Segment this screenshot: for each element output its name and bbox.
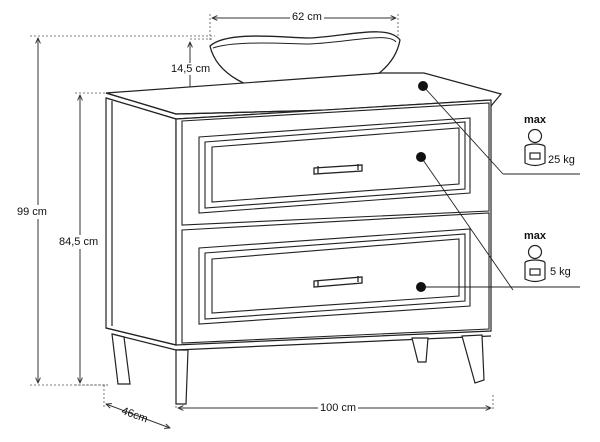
drawer-bottom (181, 212, 490, 344)
basin-height-label: 14,5 cm (170, 63, 212, 75)
load-dot-top (418, 81, 428, 91)
weight-icon (524, 244, 546, 283)
total-height-label: 99 cm (17, 205, 47, 219)
cabinet-legs (111, 333, 485, 405)
weight-icon (524, 128, 546, 167)
load-dot-drawer-2 (416, 282, 426, 292)
load-dot-drawer-1 (416, 152, 426, 162)
load-points (416, 81, 428, 292)
load-leaders (420, 85, 580, 291)
width-label: 100 cm (318, 402, 359, 414)
basin-width-label: 62 cm (290, 11, 324, 23)
max-value-top: 25 kg (548, 154, 575, 166)
cabinet-side (105, 97, 177, 351)
max-value-bottom: 5 kg (550, 266, 571, 278)
drawer-handles (313, 164, 363, 288)
max-label-bottom: max (524, 230, 547, 242)
dim-depth (106, 404, 170, 428)
max-label-top: max (524, 114, 547, 126)
drawer-top (181, 102, 490, 226)
cabinet-height-label: 84,5 cm (59, 235, 99, 249)
